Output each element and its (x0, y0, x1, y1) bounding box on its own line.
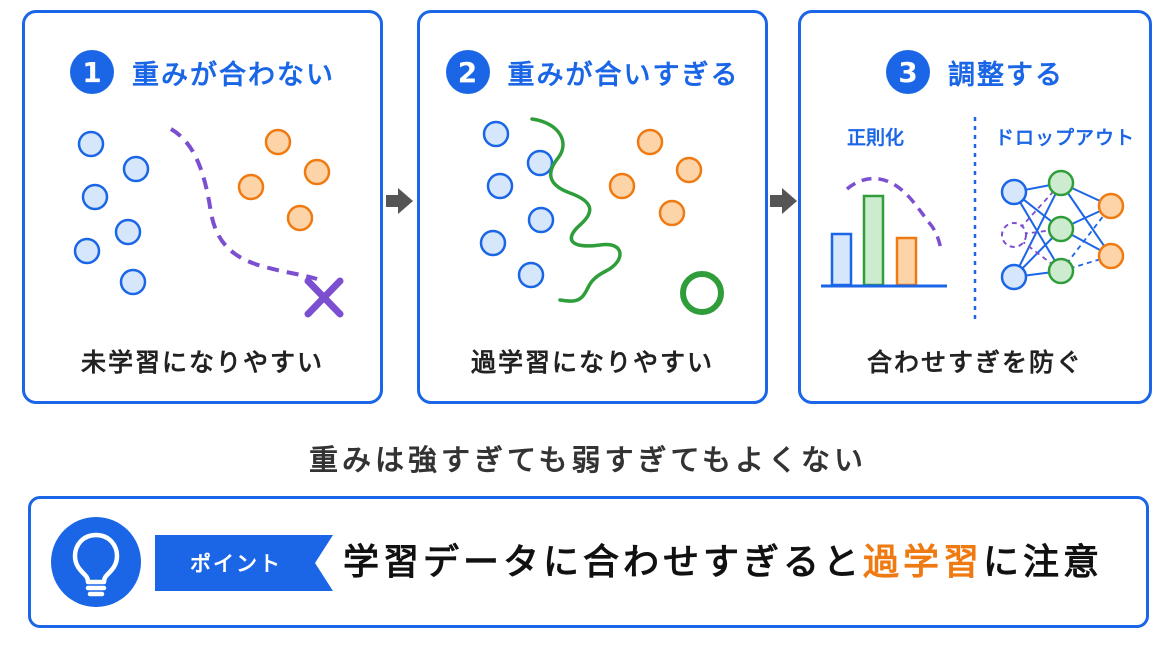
output-node (1097, 242, 1125, 270)
blue-dot (73, 237, 101, 265)
input-node (1000, 263, 1028, 291)
orange-dot (658, 199, 686, 227)
orange-dot (286, 204, 314, 232)
bar-orange (895, 236, 918, 287)
summary-text: 重みは強すぎても弱すぎてもよくない (308, 443, 868, 477)
panel-title: 調整する (948, 59, 1064, 91)
panel-header: 3 調整する (801, 47, 1149, 97)
input-node (1000, 178, 1028, 206)
point-tag: ポイント (155, 535, 333, 591)
blue-dot (479, 229, 507, 257)
message-highlight: 過学習 (863, 542, 984, 583)
panel-underfitting: 1 重みが合わない 未学習になりやすい (22, 10, 383, 404)
adjust-illustration (821, 117, 1125, 319)
blue-dot (482, 120, 510, 148)
panel-header: 1 重みが合わない (25, 47, 380, 97)
panel-caption: 合わせすぎを防ぐ (866, 348, 1083, 377)
point-tag-label: ポイント (190, 552, 282, 576)
dropout-label: ドロップアウト (995, 127, 1136, 149)
orange-dot (264, 128, 292, 156)
panel-title: 重みが合いすぎる (507, 59, 740, 91)
hidden-node (1047, 215, 1075, 243)
point-message: 学習データに合わせすぎると過学習に注意 (343, 533, 1103, 585)
blue-dot (114, 218, 142, 246)
step-number: 2 (445, 50, 490, 94)
blue-dot (517, 261, 545, 289)
panel-adjust: 3 調整する 正則化 ドロップアウト (798, 10, 1152, 404)
arrow-right-icon (386, 188, 413, 214)
bar-green (862, 194, 885, 287)
regularization-curve (845, 176, 943, 250)
hidden-node (1047, 257, 1075, 285)
step-number: 3 (886, 50, 930, 94)
arrow-right-icon (770, 188, 797, 214)
blue-dot (81, 183, 109, 211)
blue-dot (486, 172, 514, 200)
message-before: 学習データに合わせすぎると (343, 542, 864, 583)
cross-icon (304, 277, 344, 318)
orange-dot (237, 173, 265, 201)
orange-dot (608, 172, 636, 200)
underfitting-illustration (73, 127, 344, 318)
circle-icon (680, 271, 724, 315)
regularization-label: 正則化 (847, 127, 905, 149)
output-node (1097, 192, 1125, 220)
overfit-boundary-line (530, 117, 622, 303)
overfitting-illustration (479, 117, 724, 315)
blue-dot (527, 206, 555, 234)
orange-dot (303, 158, 331, 186)
lightbulb-icon (51, 517, 141, 607)
blue-dot (77, 130, 105, 158)
blue-dot (119, 268, 147, 296)
decision-boundary-line (169, 127, 318, 281)
blue-dot (122, 155, 150, 183)
point-box: ポイント 学習データに合わせすぎると過学習に注意 (28, 496, 1149, 628)
panel-caption: 未学習になりやすい (80, 348, 324, 377)
blue-dot (526, 149, 554, 177)
dropped-node (1001, 222, 1027, 248)
message-after: に注意 (983, 542, 1104, 583)
step-number: 1 (70, 50, 114, 94)
orange-dot (636, 128, 664, 156)
hidden-node (1047, 169, 1075, 197)
panel-overfitting: 2 重みが合いすぎる 過学習になりやすい (417, 10, 768, 404)
panel-caption: 過学習になりやすい (470, 348, 714, 377)
panel-title: 重みが合わない (132, 59, 335, 91)
bar-blue (830, 232, 853, 287)
panel-header: 2 重みが合いすぎる (420, 47, 765, 97)
orange-dot (675, 156, 703, 184)
